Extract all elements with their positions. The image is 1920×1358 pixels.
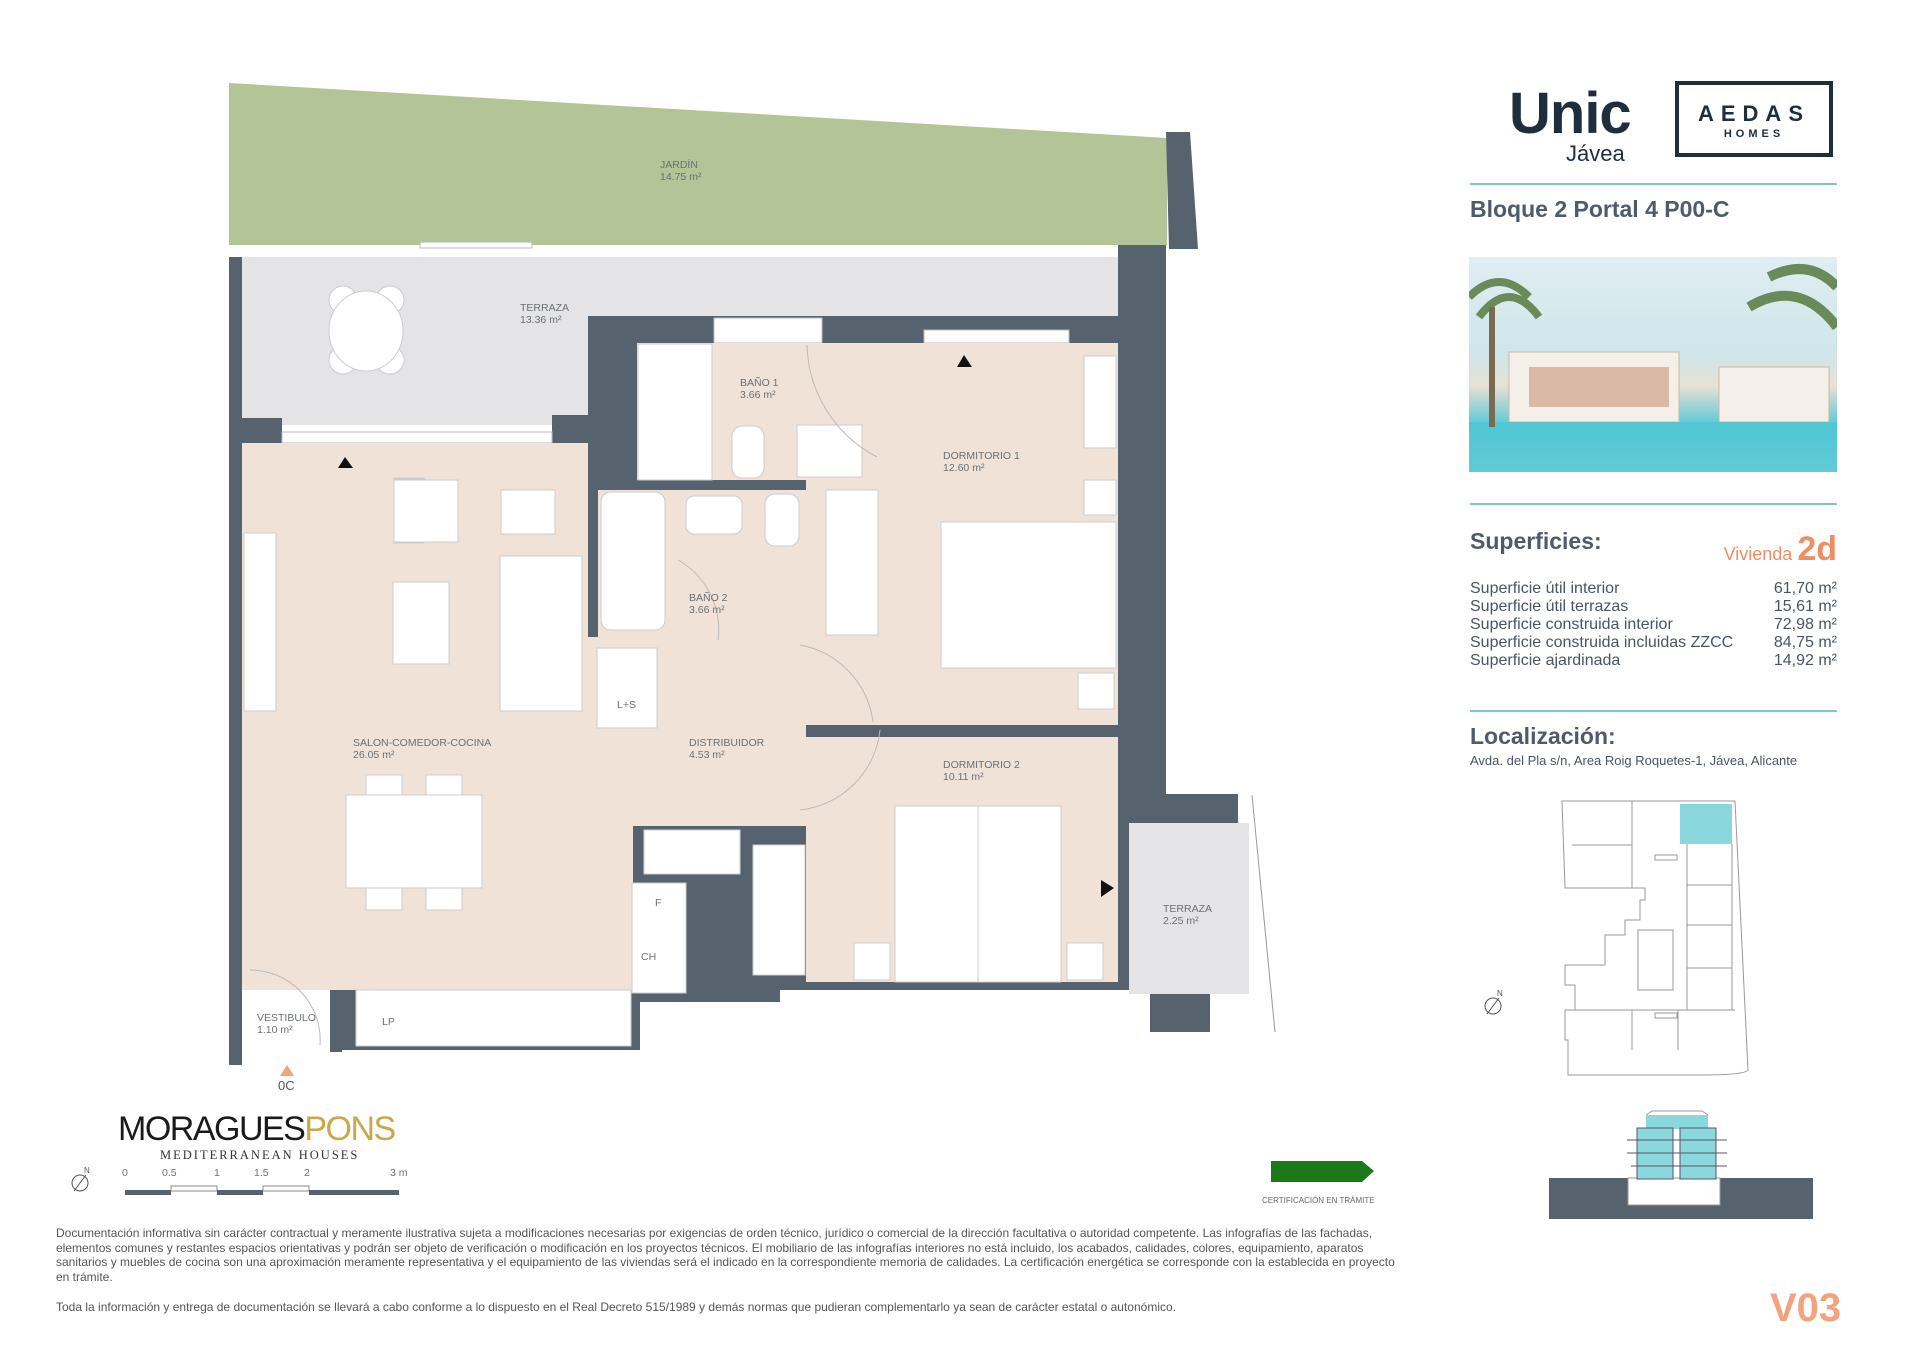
fixture-label: LP <box>382 1016 395 1028</box>
terrace-table <box>328 285 405 375</box>
room-name: BAÑO 1 <box>740 376 779 389</box>
room-name: SALON-COMEDOR-COCINA <box>353 737 491 749</box>
divider <box>1470 710 1837 712</box>
version-label: V03 <box>1770 1286 1842 1330</box>
svg-text:N: N <box>1497 989 1503 998</box>
windows <box>281 317 1070 444</box>
architect-logo: MORAGUESPONS <box>118 1110 396 1149</box>
unit-type-value: 2d <box>1797 530 1837 568</box>
unit-type: Vivienda 2d <box>1710 530 1837 569</box>
brand-location: Jávea <box>1566 141 1625 166</box>
energy-certificate-arrow <box>1271 1161 1374 1182</box>
surface-label: Superficie útil terrazas <box>1470 598 1629 615</box>
surface-label: Superficie útil interior <box>1470 580 1620 597</box>
surface-row: Superficie útil interior 61,70 m² <box>1470 580 1837 598</box>
room-name: JARDÍN <box>660 158 698 171</box>
unit-type-label: Vivienda <box>1723 544 1793 564</box>
building-elevation <box>1549 1110 1813 1219</box>
surface-unit: m² <box>1818 580 1837 597</box>
surface-row: Superficie construida incluidas ZZCC 84,7… <box>1470 634 1837 652</box>
wall <box>1166 132 1198 249</box>
surface-value: 84,75 <box>1773 634 1814 651</box>
divider <box>1470 183 1837 185</box>
garden-area <box>229 83 1167 245</box>
surface-unit: m² <box>1818 652 1837 669</box>
surface-value: 15,61 <box>1773 598 1814 615</box>
scale-tick: 1 <box>214 1167 220 1179</box>
surface-label: Superficie construida incluidas ZZCC <box>1470 634 1734 651</box>
fixture-label: F <box>655 897 661 909</box>
scale-tick: 3 m <box>390 1167 408 1179</box>
fixture-label: CH <box>641 951 656 963</box>
architect-name-a: MORAGUES <box>118 1110 306 1148</box>
surface-value: 72,98 <box>1773 616 1814 633</box>
developer-logo: AEDAS HOMES <box>1675 81 1833 157</box>
developer-name: AEDAS <box>1697 101 1810 126</box>
surface-label: Superficie ajardinada <box>1470 652 1621 669</box>
room-area: 26.05 m² <box>353 749 395 761</box>
entrance-arrow-icon <box>280 1065 294 1076</box>
developer-sub: HOMES <box>1723 128 1785 140</box>
location-address: Avda. del Pla s/n, Area Roig Roquetes-1,… <box>1470 753 1798 768</box>
room-area: 3.66 m² <box>689 604 725 616</box>
surface-row: Superficie construida interior 72,98 m² <box>1470 616 1837 634</box>
certification-label: CERTIFICACIÓN EN TRÁMITE <box>1262 1196 1375 1205</box>
room-name: BAÑO 2 <box>689 591 728 604</box>
room-name: DISTRIBUIDOR <box>689 737 765 749</box>
room-name: DORMITORIO 1 <box>943 450 1020 462</box>
surface-unit: m² <box>1818 616 1837 633</box>
room-area: 14.75 m² <box>660 171 702 183</box>
building-render-image <box>1469 257 1837 472</box>
surface-value: 61,70 <box>1773 580 1814 597</box>
scale-tick: 0 <box>122 1167 128 1179</box>
site-key-plan <box>1561 800 1749 1076</box>
brand-logo: Unic <box>1509 81 1632 146</box>
scale-tick: 1.5 <box>254 1167 269 1179</box>
surface-unit: m² <box>1818 598 1837 615</box>
surface-row: Superficie útil terrazas 15,61 m² <box>1470 598 1837 616</box>
room-area: 12.60 m² <box>943 462 985 474</box>
north-compass-icon: N <box>1484 989 1503 1015</box>
north-compass-icon: N <box>71 1166 90 1192</box>
unit-title: Bloque 2 Portal 4 P00-C <box>1470 196 1730 222</box>
room-name: TERRAZA <box>520 302 569 314</box>
door-swings <box>249 344 881 1046</box>
room-name: TERRAZA <box>1163 903 1212 915</box>
room-area: 10.11 m² <box>943 771 984 783</box>
room-area: 3.66 m² <box>740 389 776 401</box>
surface-row: Superficie ajardinada 14,92 m² <box>1470 652 1837 670</box>
disclaimer-text: Documentación informativa sin carácter c… <box>56 1226 1395 1284</box>
surface-value: 14,92 <box>1773 652 1814 669</box>
room-area: 1.10 m² <box>257 1024 293 1036</box>
room-area: 13.36 m² <box>520 314 562 326</box>
view-arrow-icon <box>957 355 972 367</box>
view-arrow-icon <box>338 457 353 468</box>
architect-name-b: PONS <box>304 1110 396 1148</box>
furniture <box>243 343 1117 1047</box>
fixture-label: L+S <box>617 699 636 711</box>
svg-text:N: N <box>84 1166 90 1175</box>
room-name: DORMITORIO 2 <box>943 759 1020 771</box>
surface-unit: m² <box>1818 634 1837 651</box>
scale-bar: 0 0.5 1 1.5 2 3 m <box>122 1167 408 1195</box>
surface-label: Superficie construida interior <box>1470 616 1673 633</box>
room-name: VESTIBULO <box>257 1012 316 1024</box>
legal-note: Toda la información y entrega de documen… <box>56 1300 1176 1314</box>
entrance-label: 0C <box>278 1078 295 1093</box>
surfaces-heading: Superficies: <box>1470 528 1602 554</box>
divider <box>1470 503 1837 505</box>
scale-tick: 0.5 <box>162 1167 177 1179</box>
location-heading: Localización: <box>1470 723 1616 749</box>
architect-tagline: MEDITERRANEAN HOUSES <box>160 1148 360 1162</box>
scale-tick: 2 <box>304 1167 310 1179</box>
room-area: 4.53 m² <box>689 749 725 761</box>
view-arrow-icon <box>1101 880 1114 897</box>
room-area: 2.25 m² <box>1163 915 1199 927</box>
